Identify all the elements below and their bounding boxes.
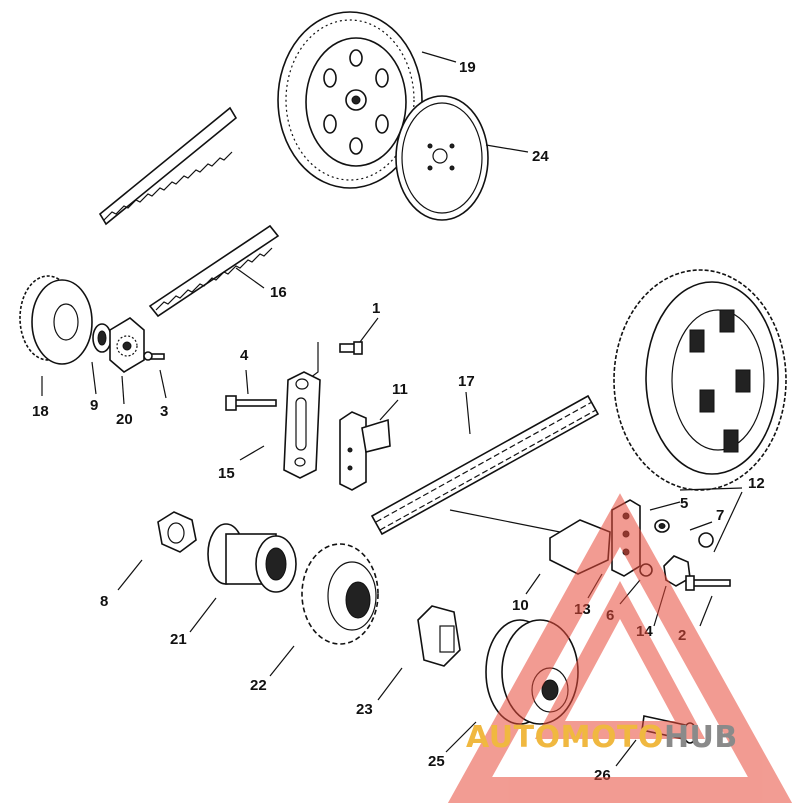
clutch-sprocket-assembly — [613, 269, 787, 491]
watermark-logo-text: AUTOMOTOHUB — [466, 720, 796, 764]
part-3-screw — [143, 351, 165, 361]
watermark-moto: MOTO — [560, 720, 664, 755]
part-1-bolt — [309, 341, 363, 379]
callout-23: 23 — [356, 701, 373, 718]
part-11-bracket — [339, 411, 391, 491]
part-18-front-pulley — [19, 275, 93, 365]
callout-18: 18 — [32, 403, 49, 420]
part-16-drive-belt — [148, 224, 280, 318]
part-5-washer — [654, 519, 670, 533]
watermark-triangle — [447, 493, 793, 803]
callout-24: 24 — [532, 148, 549, 165]
part-15-adjuster-plate — [283, 371, 321, 479]
part-2-bolt — [685, 575, 731, 591]
callout-17: 17 — [458, 373, 475, 390]
part-7-nut — [698, 532, 714, 548]
callout-4: 4 — [240, 347, 249, 364]
watermark-auto: AUTO — [466, 720, 561, 755]
callout-12: 12 — [748, 475, 765, 492]
callout-7: 7 — [716, 507, 724, 524]
callout-16: 16 — [270, 284, 287, 301]
callout-8: 8 — [100, 593, 108, 610]
callout-1: 1 — [372, 300, 380, 317]
part-24-pulley-cover — [395, 95, 489, 221]
belt-segment-upper — [98, 106, 238, 226]
callout-21: 21 — [170, 631, 187, 648]
part-22-sprocket — [301, 543, 379, 645]
callout-10: 10 — [512, 597, 529, 614]
watermark-hub: HUB — [663, 720, 738, 755]
callout-19: 19 — [459, 59, 476, 76]
part-23-shaft-fitting — [417, 605, 461, 667]
part-17-drive-chain — [370, 394, 601, 541]
callout-11: 11 — [392, 381, 408, 398]
callout-5: 5 — [680, 495, 688, 512]
part-9-spacer — [92, 323, 112, 353]
part-21-hub — [207, 523, 297, 593]
callout-25: 25 — [428, 753, 445, 770]
part-20-plate — [109, 317, 145, 373]
callout-9: 9 — [90, 397, 98, 414]
callout-3: 3 — [160, 403, 168, 420]
callout-22: 22 — [250, 677, 267, 694]
part-8-hex-nut — [157, 511, 197, 553]
callout-15: 15 — [218, 465, 235, 482]
part-4-adjuster-bolt — [225, 395, 277, 411]
callout-20: 20 — [116, 411, 133, 428]
part-19-rear-pulley — [277, 11, 423, 189]
